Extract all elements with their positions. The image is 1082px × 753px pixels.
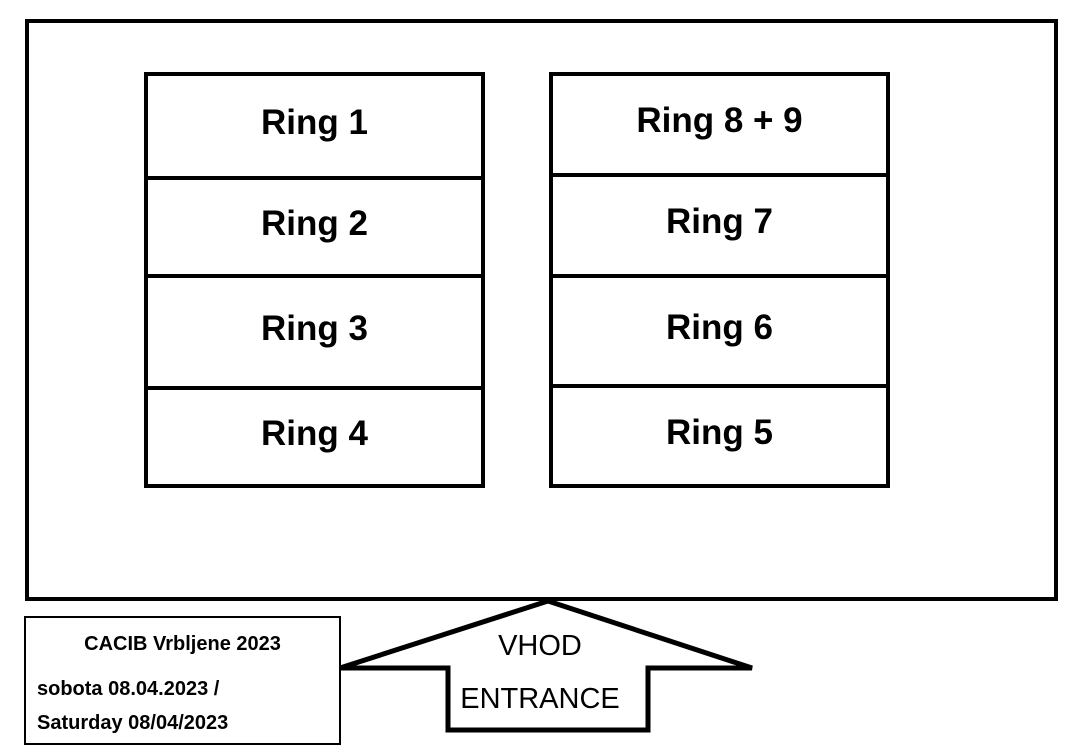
ring-label-1: Ring 1	[261, 102, 368, 142]
entrance-label-en-text: ENTRANCE	[460, 683, 620, 715]
ring-label-4: Ring 4	[261, 413, 368, 453]
legend-box: CACIB Vrbljene 2023 sobota 08.04.2023 / …	[24, 616, 341, 745]
ring-block-right: Ring 8 + 9 Ring 7 Ring 6 Ring 5	[549, 72, 890, 488]
entrance-label-sl-text: VHOD	[498, 630, 582, 662]
ring-cell-3[interactable]: Ring 3	[148, 278, 481, 390]
ring-label-7: Ring 7	[666, 202, 773, 241]
ring-block-left: Ring 1 Ring 2 Ring 3 Ring 4	[144, 72, 485, 488]
ring-label-3: Ring 3	[261, 308, 368, 348]
ring-label-6: Ring 6	[666, 307, 773, 347]
ring-cell-7[interactable]: Ring 7	[553, 177, 886, 278]
ring-cell-4[interactable]: Ring 4	[148, 390, 481, 484]
ring-cell-5[interactable]: Ring 5	[553, 388, 886, 484]
entrance-label-en: ENTRANCE	[0, 685, 1082, 714]
ring-cell-1[interactable]: Ring 1	[148, 76, 481, 180]
legend-date-sl: sobota 08.04.2023 /	[37, 678, 220, 700]
ring-cell-2[interactable]: Ring 2	[148, 180, 481, 278]
ring-label-8-9: Ring 8 + 9	[636, 101, 803, 140]
up-arrow-icon	[339, 598, 753, 733]
legend-title: CACIB Vrbljene 2023	[84, 633, 281, 655]
ring-label-2: Ring 2	[261, 203, 368, 243]
ring-cell-8-9[interactable]: Ring 8 + 9	[553, 76, 886, 177]
ring-cell-6[interactable]: Ring 6	[553, 278, 886, 388]
legend-date-en: Saturday 08/04/2023	[37, 712, 229, 734]
ring-label-5: Ring 5	[666, 412, 773, 452]
entrance-label-sl: VHOD	[0, 632, 1082, 661]
entrance-arrow	[330, 592, 770, 747]
